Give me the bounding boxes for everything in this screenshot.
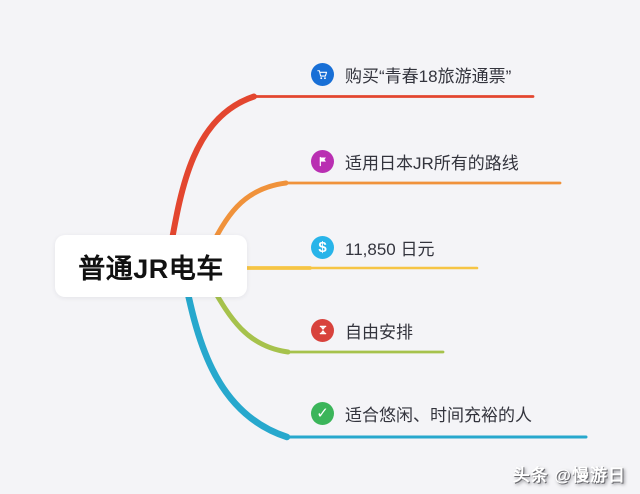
branch-node-free-schedule[interactable]: 自由安排 bbox=[311, 317, 413, 343]
branch-label: 适用日本JR所有的路线 bbox=[345, 153, 519, 173]
hourglass-icon bbox=[311, 318, 334, 342]
branch-node-buy-pass[interactable]: 购买“青春18旅游通票” bbox=[311, 61, 511, 87]
shopping-cart-icon bbox=[311, 62, 334, 86]
branch-label: 购买“青春18旅游通票” bbox=[345, 66, 512, 86]
flag-icon bbox=[311, 149, 334, 173]
branch-node-jr-routes[interactable]: 适用日本JR所有的路线 bbox=[311, 148, 519, 174]
branch-node-suitable-people[interactable]: ✓ 适合悠闲、时间充裕的人 bbox=[311, 400, 532, 426]
dollar-icon: $ bbox=[311, 235, 334, 259]
branch-label: 11,850 日元 bbox=[345, 239, 435, 259]
branch-node-price[interactable]: $ 11,850 日元 bbox=[311, 234, 434, 260]
branch-label: 适合悠闲、时间充裕的人 bbox=[345, 405, 532, 425]
check-icon: ✓ bbox=[311, 401, 334, 425]
branch-label: 自由安排 bbox=[345, 322, 413, 342]
center-topic-node[interactable]: 普通JR电车 bbox=[55, 235, 247, 297]
center-topic-label: 普通JR电车 bbox=[78, 253, 224, 284]
watermark: 头条 @慢游日 bbox=[512, 466, 626, 485]
